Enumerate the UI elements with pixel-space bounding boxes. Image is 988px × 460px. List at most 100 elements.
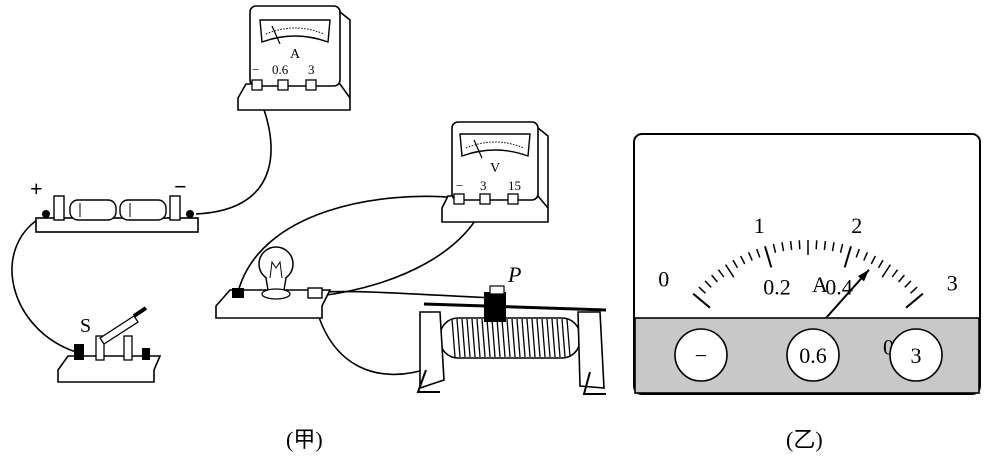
voltmeter-terminal-neg[interactable] [453,193,465,205]
dial-minor-tick [711,274,718,283]
terminal-neg-circle[interactable] [674,328,728,382]
knife-switch[interactable]: S [57,306,162,383]
ammeter-needle [271,25,281,45]
dial-minor-tick [898,274,905,283]
ammeter-terminal-0-6[interactable] [277,79,289,91]
bulb-socket [261,288,291,300]
dial-minor-tick [732,259,739,269]
rheostat-winding [536,318,541,358]
voltmeter-terminal-label-15: 15 [508,178,521,193]
dial-upper-label: 2 [851,213,862,238]
dial-minor-tick [815,240,818,250]
rheostat-winding [491,318,496,358]
rheostat-label: P [507,262,521,287]
dial-minor-tick [823,240,827,251]
ammeter-detail-terminal-3[interactable]: 3 [889,328,943,382]
dial-major-tick [905,292,924,309]
voltmeter-needle [473,139,483,159]
rheostat-slider[interactable] [484,292,506,322]
battery-plus-label: + [30,176,43,201]
rheostat-winding [461,318,466,358]
dial-minor-tick [891,269,899,278]
battery-post-left [53,195,65,221]
rheostat-winding [476,318,481,358]
ammeter-detail: 012300.20.40.6 A − 0.6 3 [633,133,981,395]
wire-bulb-to-rheostat [321,290,497,299]
dial-minor-tick [910,286,918,294]
voltmeter-side [537,127,549,208]
terminal-3-circle[interactable] [889,328,943,382]
dial-minor-tick [704,280,712,288]
terminal-0-6-label: 0.6 [799,343,827,368]
battery-cell-1 [69,199,117,221]
rheostat-slider-knob[interactable] [489,285,505,295]
dial-upper-label: 0 [658,267,669,292]
rheostat: P [416,262,607,395]
switch-post-far [142,348,150,360]
battery-cell-2 [119,199,167,221]
dial-minor-tick [877,259,884,269]
ammeter-face [259,19,331,43]
switch-blade[interactable] [99,315,139,345]
bulb-terminal-right[interactable] [307,287,323,299]
ammeter-detail-terminal-neg[interactable]: − [674,328,728,382]
dial-minor-tick [698,286,706,294]
dial-upper-label: 3 [947,271,958,296]
rheostat-winding [526,318,531,358]
battery-terminal-right[interactable] [186,210,194,218]
dial-minor-tick [881,264,892,278]
switch-post-middle [95,335,105,361]
wire-battery-to-switch [11,217,77,353]
rheostat-winding [466,318,471,358]
dial-minor-tick [831,242,835,252]
bulb-terminal-left[interactable] [232,288,244,298]
dial-minor-tick [772,243,777,253]
battery-base [35,217,199,233]
switch-label: S [80,315,91,337]
switch-handle[interactable] [132,306,148,318]
battery-minus-label: − [174,174,187,199]
dial-minor-tick [717,269,725,278]
voltmeter-terminal-3[interactable] [479,193,491,205]
ammeter-side [339,11,351,98]
dial-minor-tick [747,251,753,261]
dial-major-tick [843,246,852,268]
ammeter-terminal-label-0-6: 0.6 [272,62,289,77]
rheostat-winding [481,318,486,358]
rheostat-winding [546,318,551,358]
battery-terminal-left[interactable] [42,210,50,218]
terminal-0-6-circle[interactable] [786,328,840,382]
rheostat-winding [501,318,506,358]
rheostat-winding [456,318,461,358]
rheostat-leg-left [416,369,440,393]
rheostat-slide-bar [423,302,607,312]
ammeter-symbol: A [290,47,301,62]
ammeter-terminal-3[interactable] [305,79,317,91]
voltmeter-terminal-label-neg: − [456,178,463,193]
battery-post-right [169,195,181,221]
rheostat-winding [566,318,571,358]
dial-minor-tick [724,264,735,278]
bulb-neck [265,277,287,291]
rheostat-winding [521,318,526,358]
ammeter-detail-terminal-0-6[interactable]: 0.6 [786,328,840,382]
rheostat-winding [496,318,501,358]
dial-minor-tick [855,248,861,258]
rheostat-winding [541,318,546,358]
dial-minor-tick [870,255,876,265]
dial-minor-tick [798,240,801,250]
ammeter-terminal-label-neg: − [252,62,259,77]
dial-minor-tick [781,242,785,252]
switch-post-right [123,335,133,361]
bulb-filament [269,260,283,279]
light-bulb [215,246,332,319]
ammeter-terminal-neg[interactable] [251,79,263,91]
ammeter-scale [265,27,325,35]
dial-lower-label: 0.2 [763,275,791,300]
terminal-neg-label: − [695,343,707,368]
rheostat-winding [556,318,561,358]
voltmeter-terminal-15[interactable] [507,193,519,205]
bulb-base [215,289,332,319]
